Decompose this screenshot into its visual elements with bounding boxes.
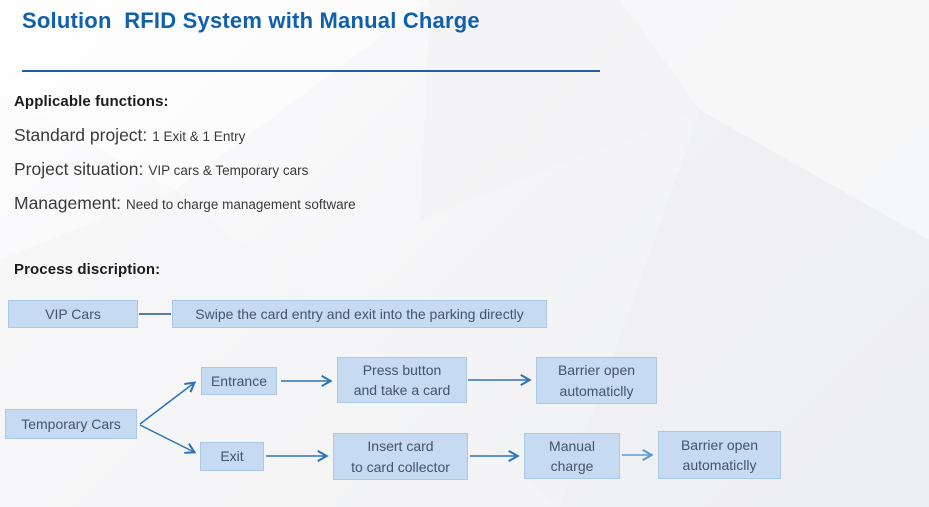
function-value: VIP cars & Temporary cars: [148, 163, 309, 178]
flow-box-barrier-open-exit: Barrier open automaticlly: [658, 431, 781, 479]
function-row-project-situation: Project situation: VIP cars & Temporary c…: [14, 159, 308, 180]
flow-box-press-button: Press button and take a card: [337, 357, 467, 403]
flow-box-insert-card: Insert card to card collector: [333, 433, 468, 480]
page-title: Solution RFID System with Manual Charge: [22, 8, 480, 33]
function-label: Standard project:: [14, 125, 148, 145]
flow-box-exit: Exit: [200, 442, 264, 471]
flow-box-manual-charge: Manual charge: [524, 433, 620, 479]
arrow-temp-to-entrance: [139, 381, 197, 425]
function-label: Management:: [14, 193, 122, 213]
function-value: Need to charge management software: [126, 197, 356, 212]
flow-box-entrance: Entrance: [201, 367, 277, 395]
function-row-management: Management: Need to charge management sof…: [14, 193, 356, 214]
function-row-standard-project: Standard project: 1 Exit & 1 Entry: [14, 125, 245, 146]
flow-box-swipe-card: Swipe the card entry and exit into the p…: [172, 300, 547, 328]
process-description-heading: Process discription:: [14, 261, 161, 278]
title-underline: [22, 70, 600, 72]
applicable-functions-heading: Applicable functions:: [14, 93, 169, 110]
flow-box-temporary-cars: Temporary Cars: [5, 409, 137, 439]
arrow-temp-to-exit: [139, 424, 197, 454]
function-label: Project situation:: [14, 159, 144, 179]
function-value: 1 Exit & 1 Entry: [152, 129, 246, 144]
flow-box-vip-cars: VIP Cars: [8, 300, 138, 328]
flow-box-barrier-open-entrance: Barrier open automaticlly: [536, 357, 657, 404]
